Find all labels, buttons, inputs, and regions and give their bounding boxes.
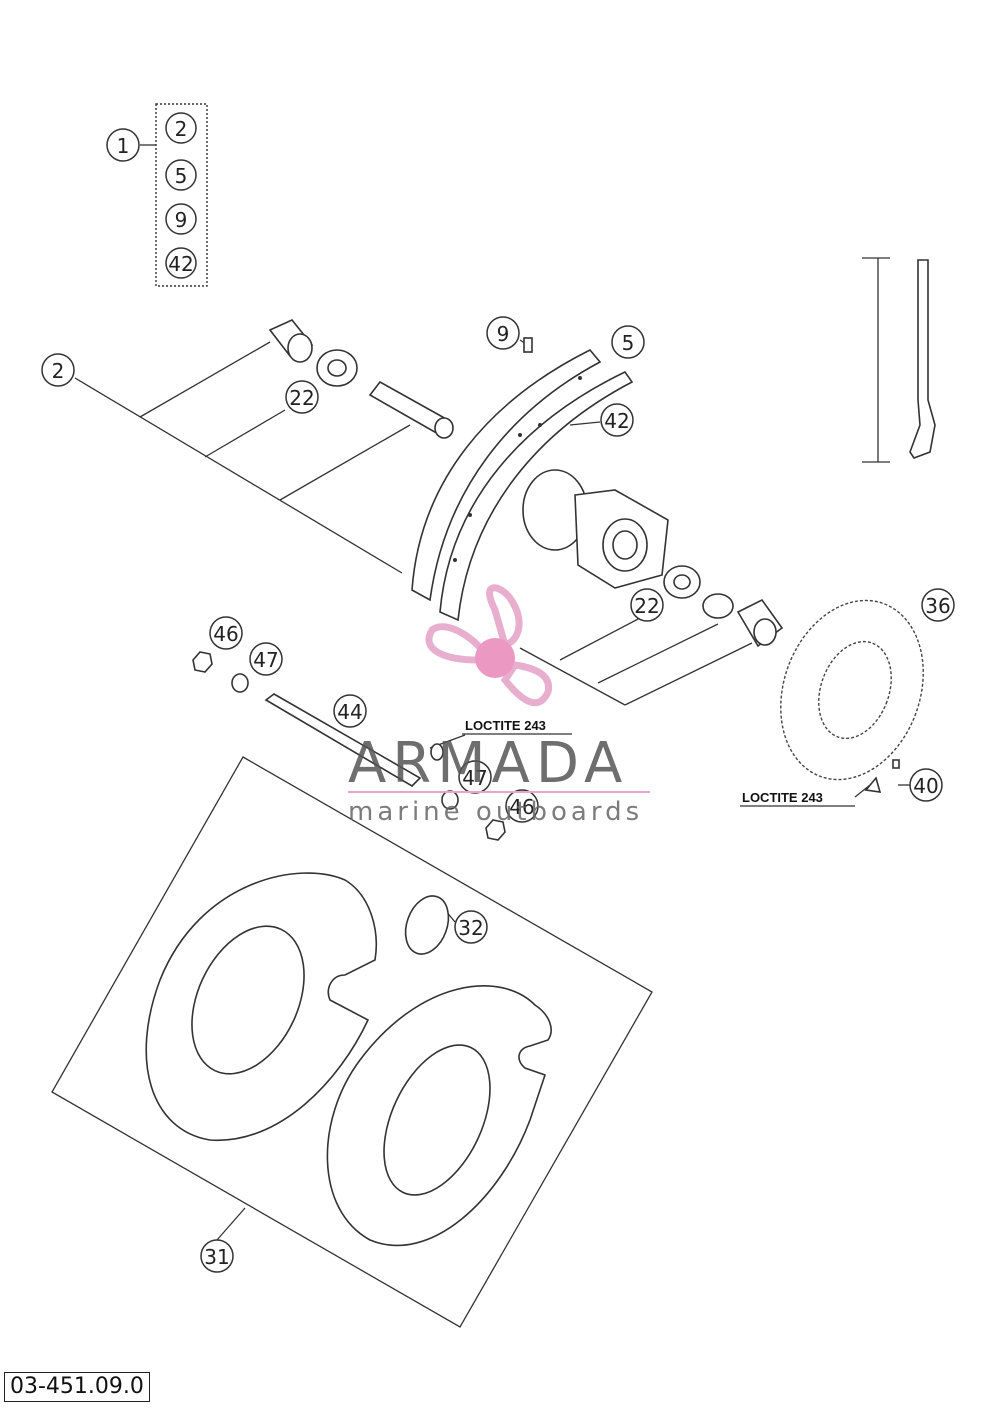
svg-text:1: 1 — [117, 134, 130, 158]
svg-text:36: 36 — [925, 594, 950, 618]
callout-22-bottom[interactable]: 22 — [630, 588, 664, 622]
svg-text:32: 32 — [458, 916, 483, 940]
svg-text:9: 9 — [497, 322, 510, 346]
svg-text:ARMADA: ARMADA — [348, 731, 628, 796]
brake-disc — [780, 599, 924, 793]
spring-clip — [404, 895, 450, 955]
spoke-detail — [862, 257, 936, 463]
callout-5[interactable]: 5 — [611, 325, 645, 359]
propeller-logo — [425, 584, 553, 707]
hub-components-left — [268, 319, 454, 439]
group-callout-42[interactable]: 42 — [165, 247, 197, 279]
svg-text:42: 42 — [168, 252, 193, 276]
gasket-kit — [51, 756, 653, 1328]
callout-40[interactable]: 40 — [909, 768, 943, 802]
svg-text:42: 42 — [604, 409, 629, 433]
svg-text:5: 5 — [622, 331, 635, 355]
svg-text:22: 22 — [634, 594, 659, 618]
svg-text:9: 9 — [175, 208, 188, 232]
svg-text:5: 5 — [175, 164, 188, 188]
drawing-number: 03-451.09.0 — [4, 1372, 150, 1402]
svg-text:31: 31 — [204, 1245, 229, 1269]
callout-46-right[interactable]: 46 — [505, 789, 539, 823]
svg-text:46: 46 — [509, 795, 534, 819]
callout-36[interactable]: 36 — [921, 588, 955, 622]
svg-text:2: 2 — [52, 359, 65, 383]
svg-text:46: 46 — [213, 622, 238, 646]
callout-47-left[interactable]: 47 — [249, 642, 283, 676]
svg-text:2: 2 — [175, 117, 188, 141]
callout-42[interactable]: 42 — [600, 403, 634, 437]
svg-text:22: 22 — [289, 386, 314, 410]
callout-22-top[interactable]: 22 — [285, 380, 319, 414]
loctite-label-axle: LOCTITE 243 — [465, 718, 546, 733]
callout-44[interactable]: 44 — [333, 694, 367, 728]
loctite-label-disc: LOCTITE 243 — [742, 790, 823, 805]
callout-31[interactable]: 31 — [200, 1239, 234, 1273]
svg-text:marine outboards: marine outboards — [348, 797, 643, 827]
group-callout-2[interactable]: 2 — [165, 112, 197, 144]
callout-2[interactable]: 2 — [41, 353, 75, 387]
armada-watermark: ARMADA marine outboards — [348, 584, 650, 827]
callout-46-left[interactable]: 46 — [209, 616, 243, 650]
group-callout-9[interactable]: 9 — [165, 203, 197, 235]
svg-text:47: 47 — [462, 766, 487, 790]
callout-1[interactable]: 1 — [106, 128, 140, 162]
svg-text:47: 47 — [253, 648, 278, 672]
callout-32[interactable]: 32 — [454, 910, 488, 944]
wheel-hub — [522, 337, 784, 648]
leader-lines — [74, 339, 910, 1241]
group-callout-5[interactable]: 5 — [165, 159, 197, 191]
callout-9[interactable]: 9 — [486, 316, 520, 350]
wheel-rim — [411, 349, 634, 622]
svg-text:40: 40 — [913, 774, 938, 798]
kit-group: 1 2 5 9 42 — [106, 103, 208, 287]
svg-text:44: 44 — [337, 700, 362, 724]
